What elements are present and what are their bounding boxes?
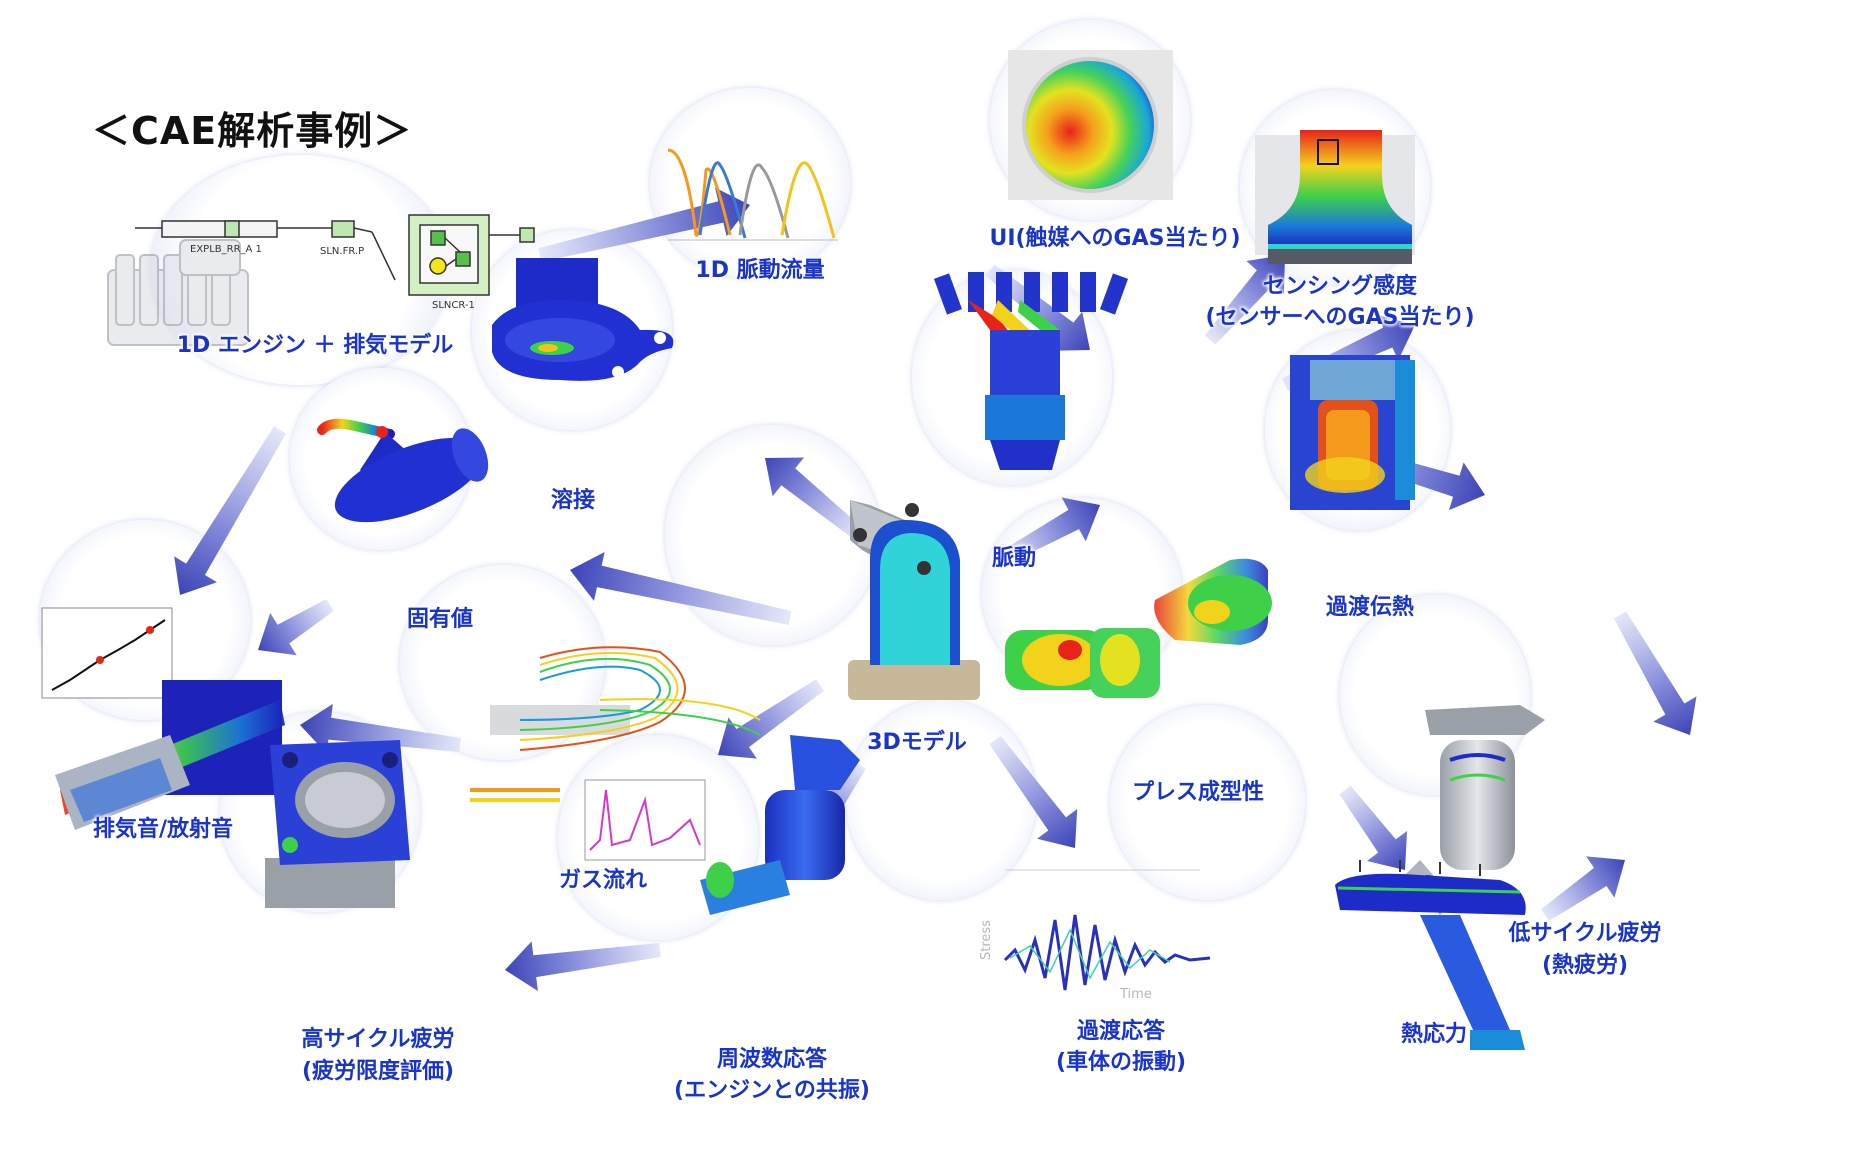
- label-pulsation: 脈動: [991, 546, 1037, 571]
- arrow-model3d-to-gasflow: [718, 679, 824, 759]
- arrow-engine1d-to-sound: [174, 426, 286, 596]
- thumb-gasflow: [470, 646, 761, 802]
- arrow-press-to-thermal: [1339, 785, 1407, 871]
- label-engine1d: 1D エンジン ＋ 排気モデル: [176, 333, 454, 358]
- thumb-thermal: [1335, 860, 1526, 1050]
- label-sensing: センシング感度: [1262, 274, 1418, 299]
- arrow-gasflow-to-sound: [300, 703, 461, 754]
- thumb-weld: [492, 258, 674, 381]
- label-transheat: 過渡伝熱: [1325, 595, 1415, 620]
- block-label-1: EXPLB_RR_A 1: [190, 244, 262, 255]
- block-label-2: SLN.FR.P: [320, 246, 364, 257]
- diagram-title: ＜CAE解析事例＞: [92, 109, 413, 153]
- arrow-model3d-to-eigen: [570, 551, 792, 625]
- arrow-eigen-to-sound: [258, 599, 334, 656]
- label-sensing-2: (センサーへのGAS当たり): [1205, 305, 1475, 330]
- label-lowcycle: 低サイクル疲労: [1508, 921, 1662, 946]
- label-sound: 排気音/放射音: [92, 817, 234, 842]
- label-thermal: 熱応力: [1400, 1022, 1468, 1047]
- label-model3d: 3Dモデル: [867, 730, 967, 755]
- thumb-sound: [41, 607, 285, 830]
- label-highcycle: 高サイクル疲労: [301, 1027, 455, 1052]
- label-pulse1d: 1D 脈動流量: [695, 258, 825, 283]
- arrow-model3d-to-pulsation: [996, 497, 1100, 567]
- thumb-freqresp: [584, 735, 860, 915]
- time-axis-label: Time: [1119, 987, 1152, 1002]
- arrow-model3d-to-transresp: [989, 735, 1078, 848]
- label-eigen: 固有値: [406, 607, 474, 632]
- label-gasflow: ガス流れ: [558, 868, 648, 893]
- thumb-ui: [1008, 50, 1173, 200]
- label-highcycle-2: (疲労限度評価): [301, 1059, 455, 1084]
- arrow-thermal-to-lowcycle: [1541, 856, 1625, 921]
- label-weld: 溶接: [550, 488, 596, 513]
- node-thermal-circle: [1110, 705, 1305, 900]
- label-press: プレス成型性: [1131, 780, 1265, 805]
- thumb-pulsation: [933, 272, 1129, 470]
- label-freqresp: 周波数応答: [716, 1047, 828, 1072]
- label-freqresp-2: (エンジンとの共振): [674, 1078, 870, 1103]
- thumb-engine1d: EXPLB_RR_A 1 SLN.FR.P SLNCR-1: [107, 214, 535, 346]
- thumb-eigen: [317, 418, 489, 523]
- label-transresp-2: (車体の振動): [1055, 1050, 1187, 1075]
- thumb-highcycle: [265, 740, 410, 908]
- stress-axis-label: Stress: [979, 920, 994, 960]
- thumb-transheat: [1290, 355, 1415, 510]
- node-transresp-circle: [846, 700, 1036, 900]
- arrow-transheat-to-lowcycle: [1613, 611, 1697, 735]
- thumb-pulse1d: [667, 148, 838, 241]
- label-transresp: 過渡応答: [1076, 1019, 1166, 1044]
- label-ui: UI(触媒へのGAS当たり): [989, 226, 1241, 251]
- thumb-transresp: Stress Time: [979, 869, 1211, 1002]
- thumb-sensing: [1255, 130, 1415, 264]
- arrow-model3d-to-weld: [764, 457, 865, 541]
- thumb-press: [1005, 558, 1272, 698]
- arrow-pulsation-to-ui: [1204, 254, 1286, 345]
- label-lowcycle-2: (熱疲労): [1541, 953, 1629, 978]
- thumb-model3d: [848, 500, 980, 700]
- block-label-3: SLNCR-1: [432, 300, 475, 311]
- arrow-freqresp-to-highcycle: [504, 941, 661, 991]
- arrow-engine1d-to-pulse1d: [538, 187, 750, 262]
